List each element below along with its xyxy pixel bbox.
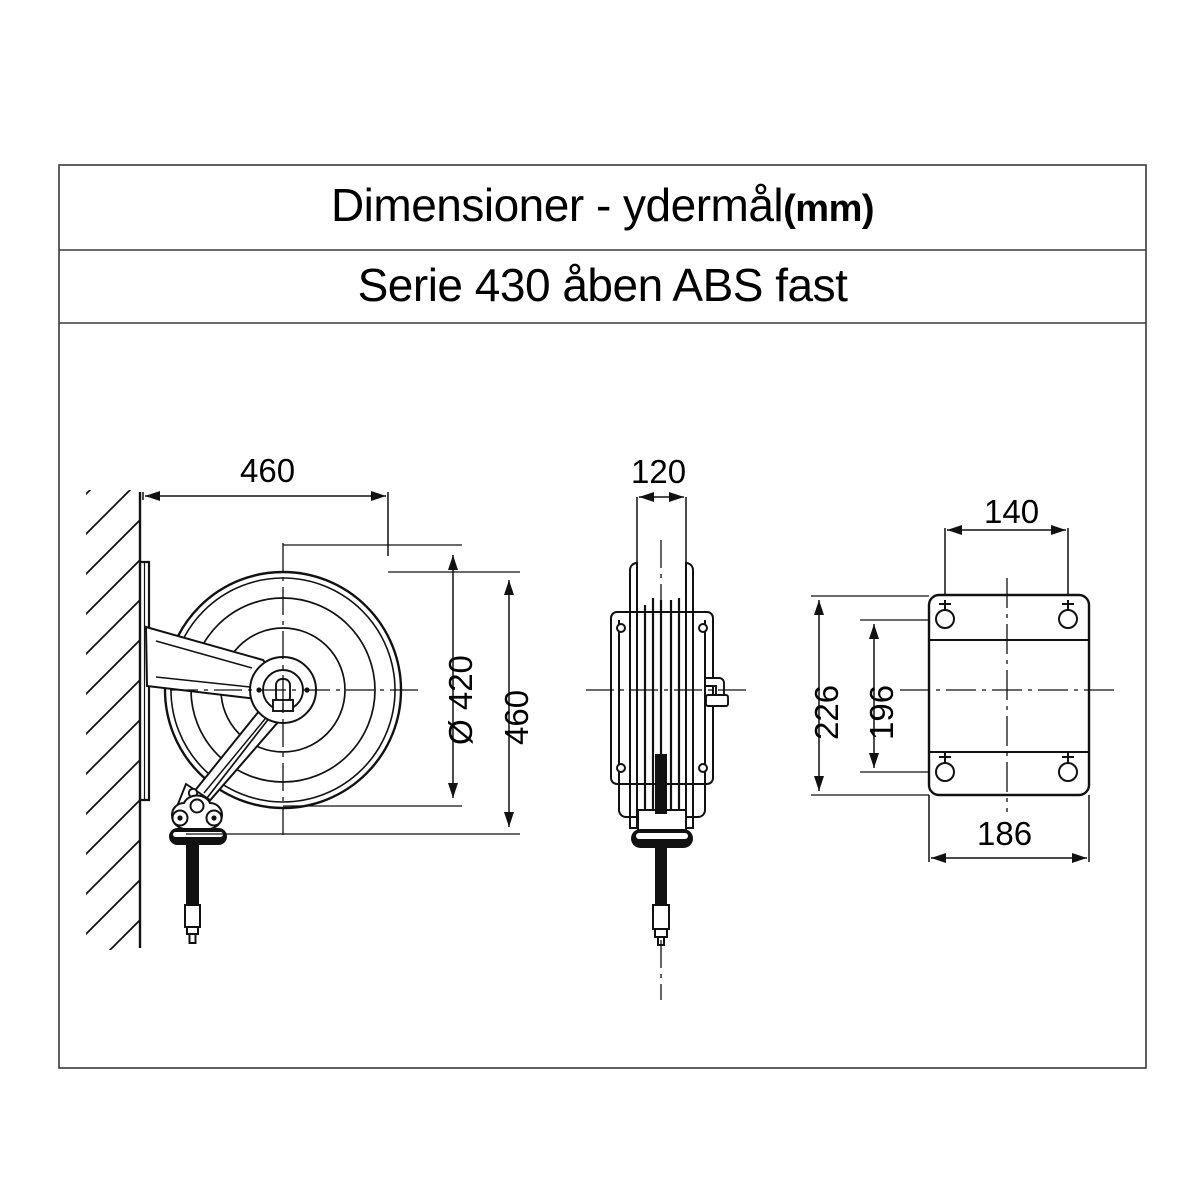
keyhole-slot-top-right	[1058, 600, 1078, 629]
dim-ext-lines-plate	[811, 595, 929, 796]
mounting-plate-front	[610, 611, 714, 785]
hose	[186, 845, 199, 908]
dim-140-hole-spacing	[944, 525, 1069, 596]
support-arm-upper-rib2	[155, 676, 251, 688]
dim-label-140-hole-spacing: 140	[984, 493, 1040, 530]
dim-label-196-hole-spacing: 196	[863, 684, 900, 740]
support-arm-upper-rib	[155, 640, 253, 669]
dim-label-420-diameter: Ø 420	[442, 655, 479, 745]
centre-lines-front	[586, 540, 752, 1000]
front-view-group	[586, 492, 752, 1000]
centre-lines-side	[170, 543, 420, 840]
hose-nozzle-front	[652, 904, 670, 946]
keyhole-slot-bottom-right	[1058, 753, 1078, 782]
title-main-text: Dimensioner - ydermål	[330, 179, 784, 231]
side-view-group	[86, 490, 520, 950]
keyhole-slots	[935, 600, 1078, 782]
sheet-frame	[58, 164, 1147, 1069]
centre-lines-plate	[900, 578, 1120, 812]
dim-460-width	[142, 491, 389, 556]
reel-flanges	[629, 561, 694, 829]
wall-hatching	[86, 490, 140, 950]
plate-view-group	[811, 525, 1120, 863]
dim-label-186-plate-width: 186	[977, 815, 1033, 852]
page-subtitle: Serie 430 åben ABS fast	[357, 259, 848, 311]
mounting-plate	[927, 593, 1091, 797]
page-title: Dimensioner - ydermål(mm)	[59, 178, 1146, 232]
dim-label-460-width: 460	[240, 452, 296, 489]
swivel-inlet	[704, 677, 729, 707]
hose-stopper-front	[631, 829, 693, 848]
keyhole-slot-bottom-left	[935, 753, 955, 782]
dim-label-226-plate-height: 226	[808, 684, 845, 740]
dim-186-plate-width	[928, 795, 1090, 863]
title-unit-text: (mm)	[783, 188, 875, 230]
keyhole-slot-top-left	[935, 600, 955, 629]
hose-stopper	[169, 828, 227, 845]
hose-roller-guide	[170, 794, 224, 830]
hose-nozzle	[184, 904, 201, 944]
dim-label-460-height: 460	[498, 689, 535, 745]
dim-label-120-depth: 120	[631, 453, 687, 490]
hose-front	[655, 848, 667, 908]
